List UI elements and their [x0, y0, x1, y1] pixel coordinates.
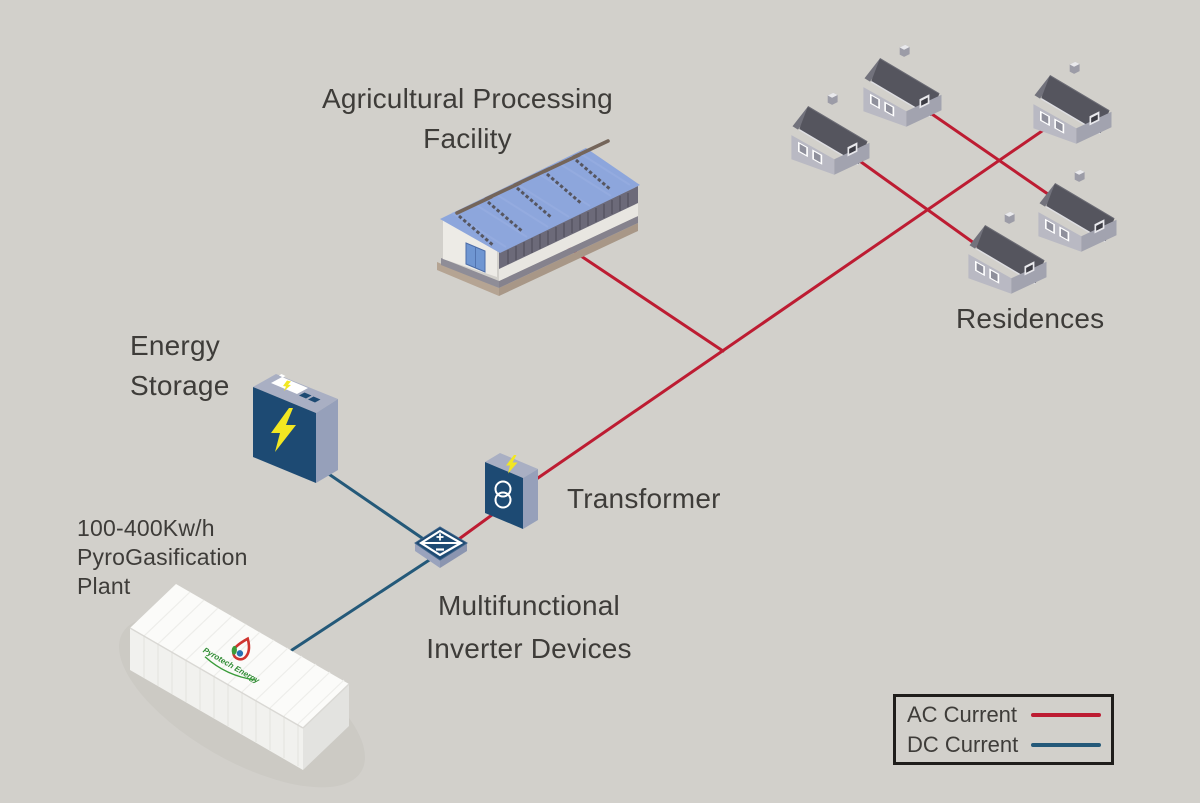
warehouse-building	[437, 139, 640, 296]
legend-ac-line-swatch	[1031, 712, 1101, 717]
legend-row-dc: DC Current	[907, 732, 1101, 758]
inverter-plus-minus-icon	[418, 529, 464, 557]
power-lines	[290, 99, 1060, 652]
legend-dc-line-swatch	[1031, 742, 1101, 747]
legend-ac-label: AC Current	[907, 701, 1018, 727]
transformer-label: Transformer	[567, 483, 721, 514]
warehouse-roof	[440, 148, 640, 253]
house-5	[967, 211, 1048, 295]
plant-label: 100-400Kw/h PyroGasification Plant	[77, 514, 248, 601]
residences-label: Residences	[956, 303, 1105, 334]
bolt-top-icon	[506, 455, 518, 474]
facility-label: Agricultural Processing Facility	[285, 79, 650, 159]
ac-line-facility-branch	[561, 242, 725, 353]
residence-houses	[790, 44, 1118, 295]
battery-icon	[271, 374, 321, 403]
inverter-label-line1: Multifunctional	[438, 590, 620, 621]
warehouse-band-ribs	[507, 193, 629, 264]
plant-label-line1: 100-400Kw/h	[77, 515, 215, 541]
transformer-unit	[485, 453, 538, 529]
energy-storage-label-line1: Energy	[130, 330, 220, 361]
inverter-label: Multifunctional Inverter Devices	[398, 584, 660, 670]
house-2	[862, 44, 943, 128]
ac-line-house2-house4	[911, 99, 1060, 203]
energy-storage-label: Energy Storage	[130, 326, 229, 406]
inverter-label-line2: Inverter Devices	[426, 633, 632, 664]
lightning-bolt-icon	[271, 408, 296, 452]
energy-storage-label-line2: Storage	[130, 370, 230, 401]
plant-label-line2: PyroGasification	[77, 544, 248, 570]
transformer-coils-icon	[494, 480, 512, 509]
ac-line-transformer-residences	[533, 118, 1060, 482]
plant-label-line3: Plant	[77, 573, 131, 599]
legend-dc-label: DC Current	[907, 731, 1019, 757]
plant-container: Pyrotech Energy	[129, 584, 350, 770]
house-3	[1032, 61, 1113, 145]
house-4	[1037, 169, 1118, 253]
energy-storage-unit	[253, 374, 338, 483]
facility-label-line2: Facility	[423, 123, 512, 154]
facility-label-line1: Agricultural Processing	[322, 83, 613, 114]
container-ribs-top	[143, 591, 345, 725]
dc-line-plant-inverter	[290, 551, 442, 652]
container-ribs-front	[143, 636, 299, 766]
house-1	[790, 92, 871, 176]
inverter-device	[414, 526, 468, 568]
dc-line-storage-inverter	[318, 466, 440, 551]
legend: AC Current DC Current	[893, 694, 1114, 765]
pyrotech-flame-icon	[231, 636, 251, 661]
warehouse-skylight-rows	[455, 139, 612, 248]
legend-row-ac: AC Current	[907, 702, 1101, 728]
ac-line-house1-house5	[841, 147, 994, 258]
